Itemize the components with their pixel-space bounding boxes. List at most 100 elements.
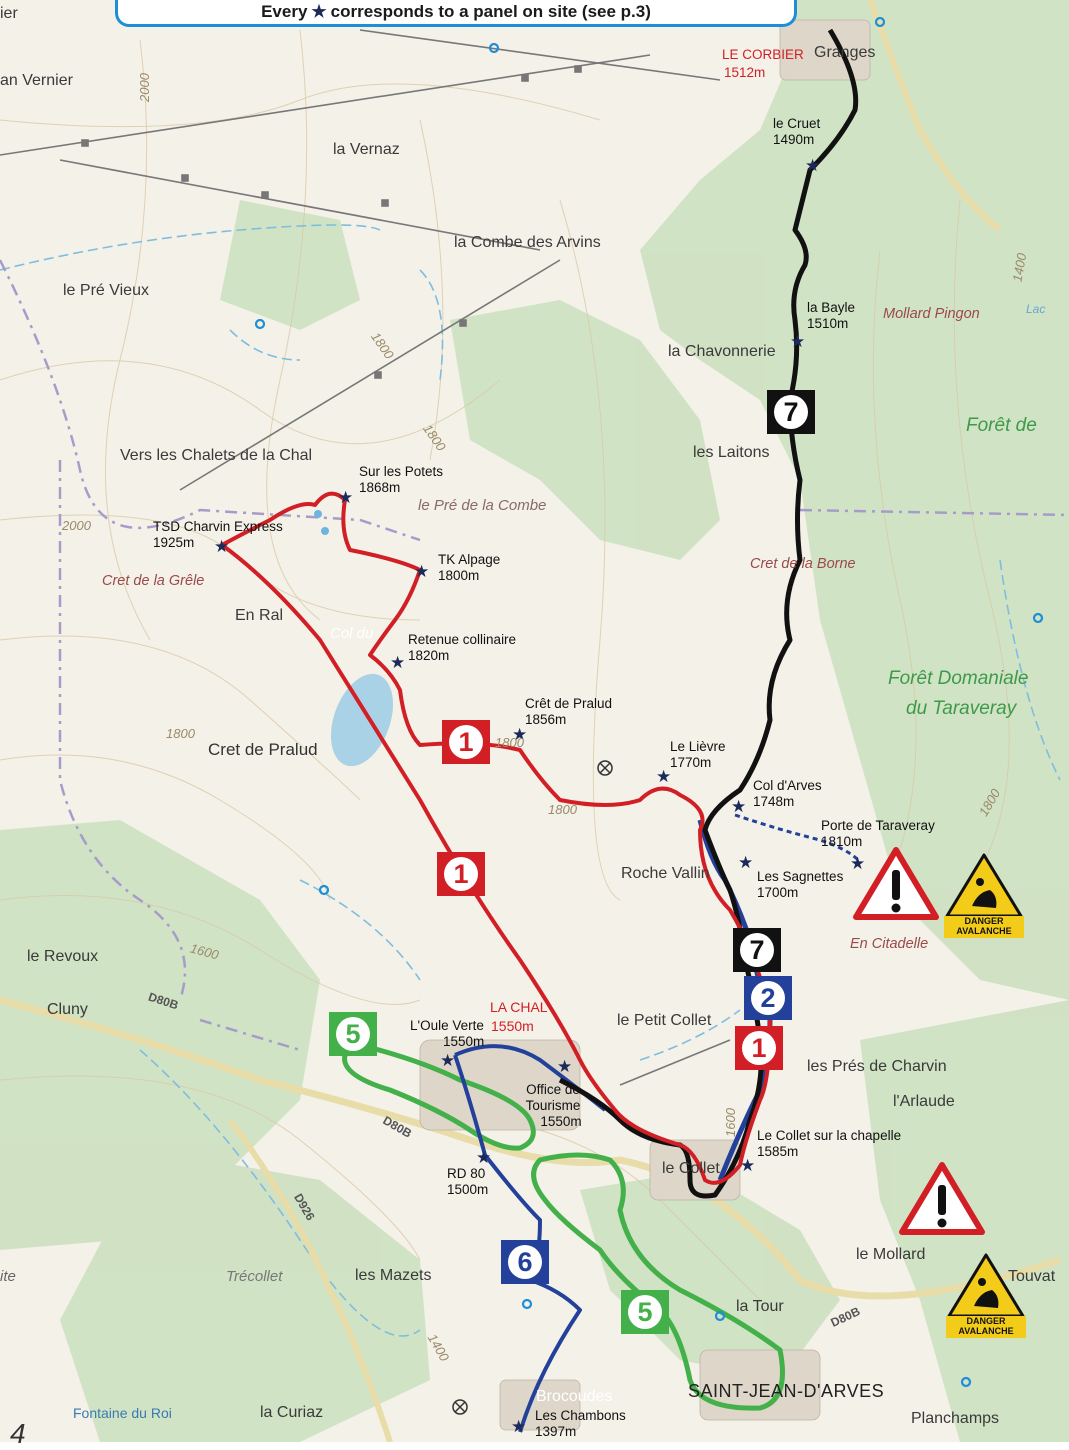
place-arlaude: l'Arlaude [893,1093,955,1110]
place-an-vernier: an Vernier [0,72,73,89]
star-icon: ★ [738,853,753,873]
star-icon: ★ [557,1057,572,1077]
star-icon: ★ [390,653,405,673]
warning-triangle-icon [853,847,939,920]
place-pres-charvin: les Prés de Charvin [807,1058,947,1075]
star-icon: ★ [414,562,429,582]
route-badge-1: 1 [442,720,490,764]
avalanche-icon [947,1253,1025,1318]
place-ier: ier [0,5,18,22]
place-chavonnerie: la Chavonnerie [668,343,776,360]
place-foret-domaniale: Forêt Domaniale [888,668,1029,689]
place-la-tour: la Tour [736,1298,784,1315]
place-pre-combe: le Pré de la Combe [418,497,547,514]
contour-1600: 1600 [722,1108,738,1137]
route-1 [220,491,772,1185]
contour-1800: 1800 [548,802,577,817]
route-5 [342,1042,785,1411]
place-le-corbier-alt: 1512m [724,65,766,80]
boundary-line [0,259,1069,1052]
star-icon: ★ [731,797,746,817]
place-cret-pralud: Cret de Pralud [208,740,318,759]
place-mollard-pingon: Mollard Pingon [883,306,980,322]
viewpoint-icons [452,760,613,1415]
place-du-taraveray: du Taraveray [906,698,1017,719]
star-icon: ★ [740,1156,755,1176]
route-badge-2: 2 [744,976,792,1020]
place-chalets-chal: Vers les Chalets de la Chal [120,447,313,464]
water-points [254,16,1044,1388]
star-icon: ★ [511,1417,526,1437]
place-la-vernaz: la Vernaz [333,141,400,158]
streams [0,224,1061,1337]
place-planchamps: Planchamps [911,1410,1000,1427]
star-icon: ★ [790,332,805,352]
star-icon: ★ [805,156,820,176]
star-icon: ★ [214,537,229,557]
place-combe-arvins: la Combe des Arvins [454,234,601,251]
star-icon: ★ [311,2,327,21]
place-col-du: Col du [330,625,374,642]
route-badge-7: 7 [767,390,815,434]
page-number: 4 [10,1418,26,1449]
route-badge-6: 6 [501,1240,549,1284]
star-icon: ★ [656,767,671,787]
contour-1800: 1800 [166,726,195,741]
route-badge-1: 1 [735,1026,783,1070]
warning-triangle-icon [899,1162,985,1235]
route-badge-5: 5 [621,1290,669,1334]
route-badge-7: 7 [733,928,781,972]
place-le-corbier: LE CORBIER [722,47,804,62]
place-saint-jean-d-arves: SAINT-JEAN-D'ARVES [688,1381,885,1401]
star-icon: ★ [338,488,353,508]
lake [330,673,394,767]
route-badge-5: 5 [329,1012,377,1056]
contour-1800: 1800 [495,735,524,750]
star-icon: ★ [512,725,527,745]
place-fontaine-roi: Fontaine du Roi [73,1405,172,1421]
place-roche-vallin: Roche Vallin [621,865,710,882]
place-la-curiaz: la Curiaz [260,1404,324,1421]
place-la-chal-alt: 1550m [491,1018,534,1034]
contour-2000: 2000 [62,518,91,533]
panel-stars: ★ ★ ★ ★ ★ ★ ★ ★ ★ ★ ★ ★ ★ ★ ★ ★ [214,156,865,1437]
header-text-after: corresponds to a panel on site (see p.3) [330,2,651,21]
place-en-ral: En Ral [235,607,284,624]
route-7 [558,28,859,1199]
place-ite: ite [0,1268,16,1285]
star-icon: ★ [476,1148,491,1168]
star-icon: ★ [850,854,865,874]
place-touvat: Touvat [1008,1268,1056,1285]
place-en-citadelle: En Citadelle [850,936,929,952]
place-la-chal: LA CHAL [490,999,548,1015]
place-granges: Granges [814,44,876,61]
place-cret-borne: Cret de la Borne [750,556,856,572]
route-badge-1: 1 [437,852,485,896]
header-text-before: Every [261,2,308,21]
map-header: Every ★ corresponds to a panel on site (… [115,0,797,27]
place-laitons: les Laitons [693,444,770,461]
place-trecollet: Trécollet [226,1268,283,1285]
avalanche-icon [945,853,1023,918]
place-petit-collet: le Petit Collet [617,1012,712,1029]
place-cret-grele: Cret de la Grêle [102,573,205,589]
